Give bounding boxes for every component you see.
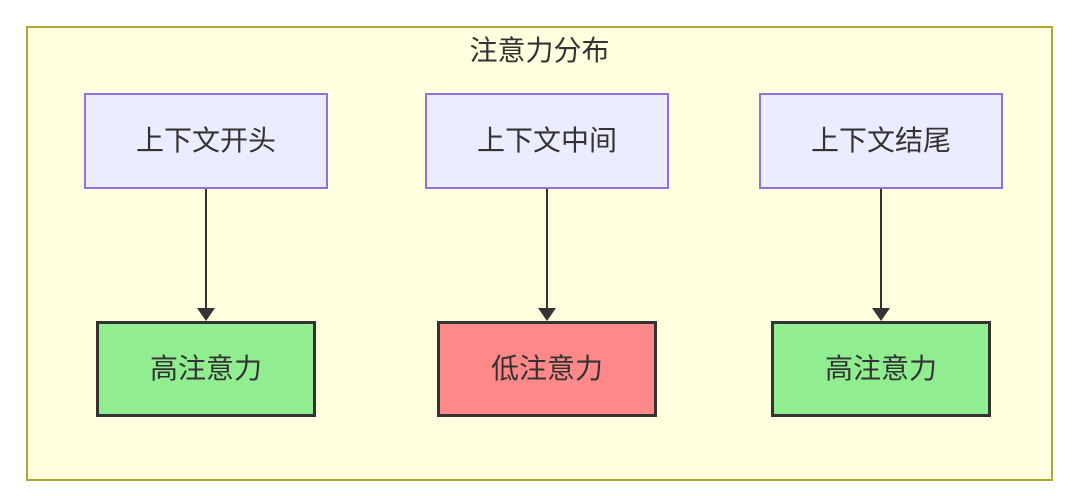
node-high-attention-2: 高注意力: [771, 321, 991, 417]
arrow-line: [546, 189, 548, 308]
arrow-head-icon: [872, 308, 890, 321]
node-context-middle: 上下文中间: [425, 93, 669, 189]
arrow-end-to-high: [872, 189, 890, 321]
flow-column-context-middle: 上下文中间 低注意力: [425, 93, 669, 417]
node-label: 高注意力: [149, 353, 262, 385]
arrow-line: [880, 189, 882, 308]
arrow-head-icon: [538, 308, 556, 321]
flow-column-context-end: 上下文结尾 高注意力: [759, 93, 1003, 417]
arrow-line: [205, 189, 207, 308]
node-label: 上下文中间: [476, 125, 617, 157]
node-context-end: 上下文结尾: [759, 93, 1003, 189]
diagram-title: 注意力分布: [469, 35, 610, 66]
node-context-start: 上下文开头: [84, 93, 328, 189]
arrow-head-icon: [197, 308, 215, 321]
node-low-attention: 低注意力: [437, 321, 657, 417]
flow-column-context-start: 上下文开头 高注意力: [84, 93, 328, 417]
node-label: 低注意力: [490, 353, 603, 385]
node-label: 上下文结尾: [810, 125, 951, 157]
node-high-attention-1: 高注意力: [96, 321, 316, 417]
node-label: 上下文开头: [135, 125, 276, 157]
arrow-middle-to-low: [538, 189, 556, 321]
node-label: 高注意力: [824, 353, 937, 385]
arrow-start-to-high: [197, 189, 215, 321]
